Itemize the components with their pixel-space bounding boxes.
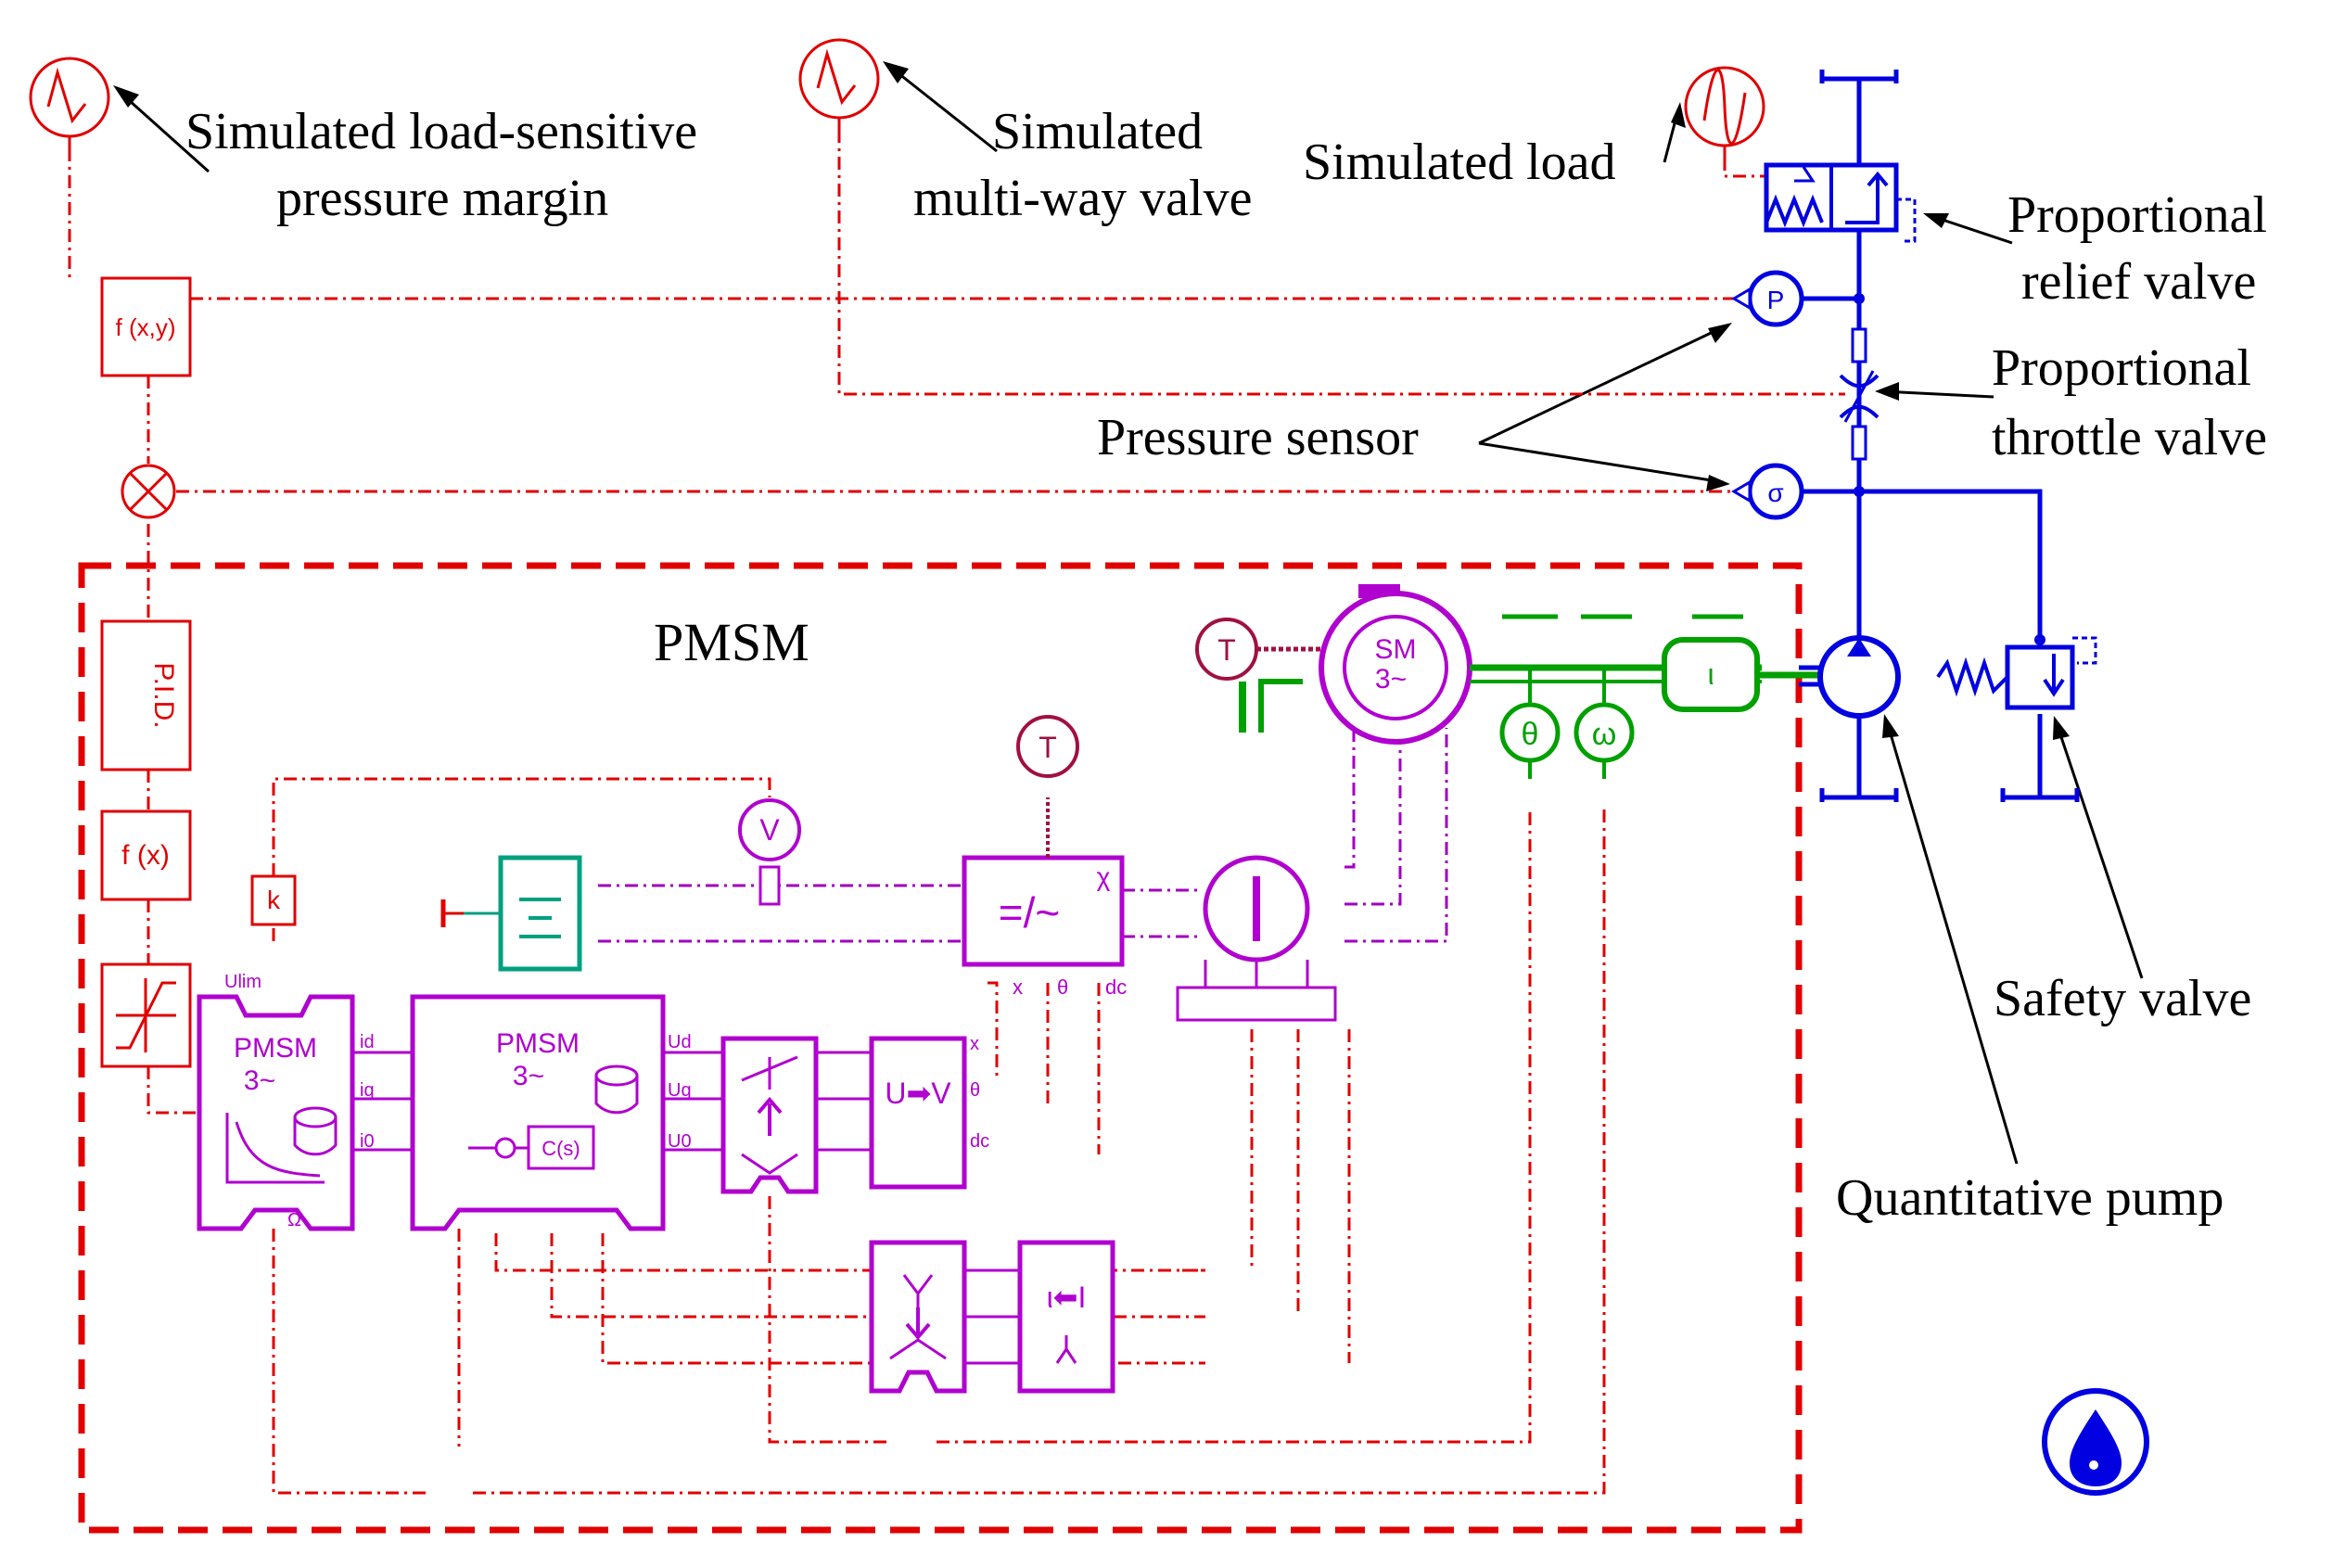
- label-simulated-load: Simulated load: [1303, 134, 1616, 191]
- gain-block[interactable]: k: [250, 874, 297, 926]
- fx-block[interactable]: f (x): [100, 809, 192, 901]
- pmsm-torque-sub: 3~: [244, 1065, 275, 1096]
- current-transform-label: ι⬅I: [1047, 1281, 1087, 1314]
- gain-label: k: [267, 886, 281, 914]
- sm-sub: 3~: [1375, 664, 1407, 695]
- thermal-sensor-motor[interactable]: T: [1195, 618, 1335, 681]
- current-port-u0: U0: [668, 1131, 692, 1152]
- hydraulic-fluid-icon: [2042, 1388, 2149, 1496]
- pmsm-torque-title: PMSM: [234, 1033, 317, 1064]
- sm-title: SM: [1375, 634, 1417, 665]
- label-pressure-sensor: Pressure sensor: [1097, 409, 1419, 466]
- inertia-label: ι: [1707, 657, 1714, 691]
- pid-label: P.I.D.: [148, 662, 179, 728]
- uv-port-theta: θ: [970, 1080, 980, 1101]
- pid-block[interactable]: P.I.D.: [100, 619, 192, 771]
- torque-port-i0: i0: [360, 1131, 375, 1152]
- voltmeter[interactable]: V: [738, 798, 801, 906]
- annotation-pointers: [113, 61, 2144, 1165]
- thermal-label-motor: T: [1217, 633, 1236, 667]
- uv-label: U➡V: [885, 1077, 951, 1110]
- label-relief-valve-2: relief valve: [2021, 253, 2256, 311]
- speed-sensor[interactable]: ω: [1574, 702, 1635, 779]
- park-to-uv-wires: [816, 1051, 872, 1152]
- thermal-sensor-inverter[interactable]: T: [1016, 715, 1079, 778]
- park-wires: [964, 1268, 1020, 1365]
- fx-label: f (x): [121, 840, 170, 871]
- torque-port-iq: iq: [360, 1080, 375, 1101]
- pmsm-electrical-wiring: [598, 728, 1448, 943]
- pmsm-torque-block[interactable]: PMSM 3~ Ulim id iq i0 Ω: [197, 972, 375, 1231]
- pressure-p-label: P: [1767, 286, 1785, 314]
- inverter-chi: χ: [1097, 862, 1111, 891]
- label-load-sensitive-margin-1: Simulated load-sensitive: [185, 103, 697, 160]
- uv-converter-block[interactable]: U➡V x θ dc: [869, 1034, 989, 1190]
- pmsm-group-title: PMSM: [654, 612, 809, 672]
- cs-label: C(s): [542, 1137, 580, 1160]
- label-multiway-valve-1: Simulated: [992, 103, 1203, 160]
- simulated-load-source[interactable]: [1684, 66, 1765, 158]
- fxy-block[interactable]: f (x,y): [100, 276, 192, 377]
- inverter-label: =/~: [999, 888, 1061, 937]
- current-port-uq: Uq: [668, 1080, 692, 1101]
- inverter-block[interactable]: =/~ χ x θ dc: [962, 797, 1127, 999]
- park-block[interactable]: [869, 1240, 967, 1394]
- pmsm-group: PMSM: [78, 562, 1803, 1534]
- pmsm-current-block[interactable]: PMSM 3~ C(s) Ud Uq U0: [410, 994, 692, 1231]
- battery-block[interactable]: [440, 855, 582, 972]
- summing-junction[interactable]: [121, 464, 176, 519]
- angle-sensor-label: θ: [1522, 717, 1539, 752]
- signal-lines-top: [68, 130, 1845, 1115]
- saturation-block[interactable]: [100, 962, 192, 1068]
- relief-valve[interactable]: [1764, 162, 1917, 243]
- throttle-valve[interactable]: [1839, 327, 1880, 461]
- label-load-sensitive-margin-2: pressure margin: [276, 170, 608, 227]
- label-multiway-valve-2: multi-way valve: [913, 170, 1252, 227]
- angle-sensor[interactable]: θ: [1499, 702, 1561, 779]
- current-transform-block[interactable]: ι⬅I: [1017, 1240, 1115, 1394]
- current-to-park-wires: [663, 1051, 723, 1152]
- uv-port-dc: dc: [970, 1131, 989, 1152]
- thermal-label-inverter: T: [1039, 731, 1057, 764]
- torque-port-omega: Ω: [287, 1210, 301, 1230]
- pressure-q-label: σ: [1767, 478, 1783, 507]
- fxy-label: f (x,y): [116, 313, 176, 341]
- quantitative-pump[interactable]: [1799, 635, 1901, 719]
- load-sensitive-margin-source[interactable]: [29, 57, 110, 148]
- uv-port-x: x: [970, 1034, 979, 1054]
- label-throttle-valve-1: Proportional: [1992, 339, 2251, 397]
- inertia-block[interactable]: ι: [1662, 637, 1822, 712]
- current-sensor[interactable]: [1176, 855, 1337, 1022]
- inverter-port-x: x: [1013, 975, 1023, 999]
- label-relief-valve-1: Proportional: [2007, 186, 2267, 244]
- pressure-sensor-p[interactable]: P: [1731, 270, 1804, 327]
- inverse-park-block[interactable]: [720, 1036, 819, 1194]
- inverter-port-theta: θ: [1057, 975, 1068, 999]
- safety-valve[interactable]: [1936, 634, 2097, 710]
- speed-sensor-label: ω: [1592, 717, 1617, 752]
- pmsm-current-sub: 3~: [513, 1061, 544, 1091]
- multiway-valve-source[interactable]: [798, 38, 880, 130]
- inverter-port-dc: dc: [1105, 975, 1127, 999]
- torque-port-id: id: [360, 1032, 375, 1052]
- torque-to-current-wires: [352, 1051, 413, 1152]
- ulim-label: Ulim: [224, 972, 261, 992]
- current-port-ud: Ud: [668, 1032, 692, 1052]
- label-safety-valve: Safety valve: [1994, 970, 2251, 1027]
- pmsm-current-title: PMSM: [496, 1028, 580, 1059]
- pressure-sensor-q[interactable]: σ: [1731, 463, 1804, 520]
- shaft-sensors: [1502, 614, 1743, 705]
- label-throttle-valve-2: throttle valve: [1992, 409, 2267, 466]
- voltmeter-label: V: [759, 813, 780, 847]
- label-quantitative-pump: Quantitative pump: [1836, 1169, 2224, 1227]
